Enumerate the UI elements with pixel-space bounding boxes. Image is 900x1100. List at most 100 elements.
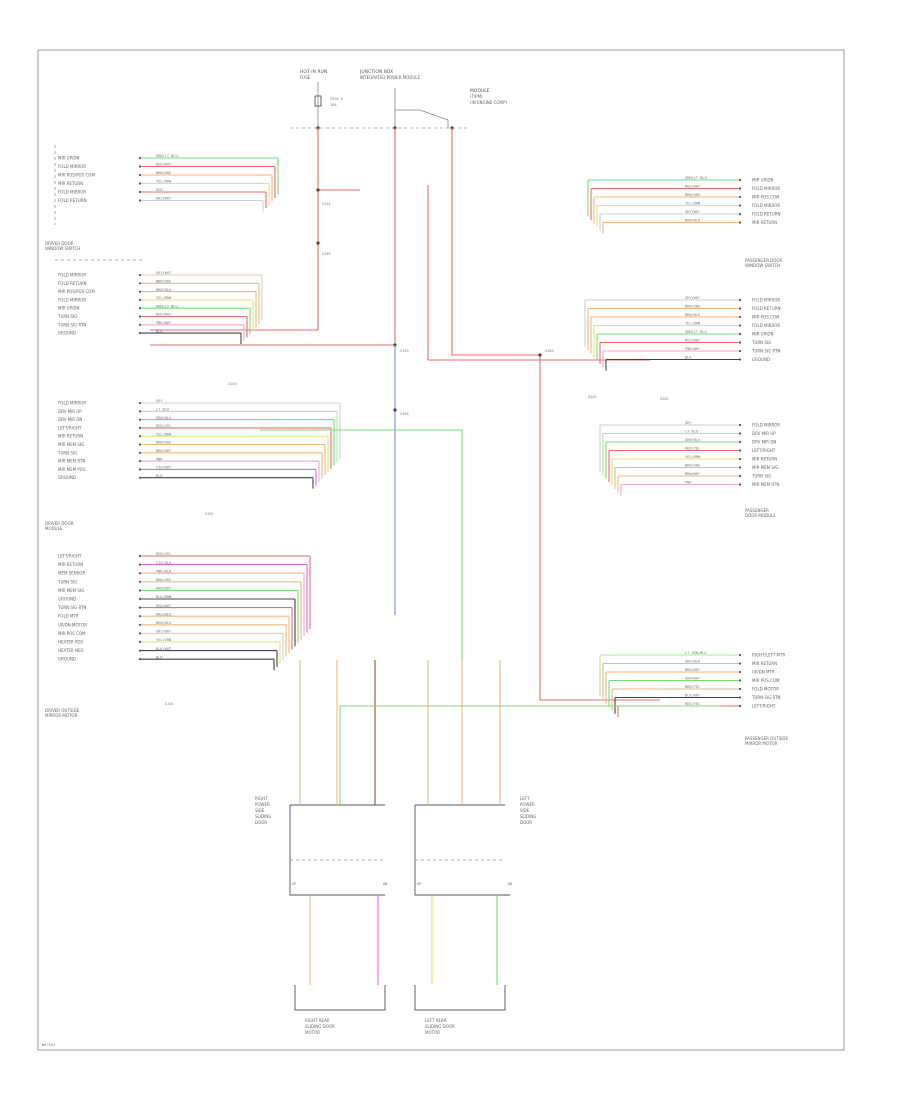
pin-dot: [138, 298, 142, 301]
pin-label: MIR MEM POS: [58, 467, 86, 472]
wire-code: PNK/BLK: [156, 569, 172, 573]
pin-label: MIR RETURN: [58, 434, 83, 439]
component-name: DRIVER OUTSIDE: [45, 708, 80, 713]
pin-dot: [138, 554, 142, 558]
motor-label-c: MOTOR: [425, 1030, 440, 1035]
wire-code: BLK/WHT: [156, 647, 172, 651]
pin-label: FOLD MTR: [58, 614, 79, 619]
pin-dot: [738, 187, 742, 190]
wire-code: BLK/BRN: [156, 595, 171, 599]
pin-dot: [138, 315, 142, 318]
wire-code: GRY/WHT: [156, 271, 172, 275]
component-name: LEFT: [520, 796, 530, 801]
wire-code: BRN/BLU: [156, 621, 171, 625]
wire-code: YEL/BRN: [685, 202, 700, 206]
wire-code: BLK: [156, 474, 163, 478]
pin-dn: DN: [383, 882, 387, 886]
wire-code: GRN/BLU: [156, 416, 171, 420]
pin-dot: [138, 418, 142, 421]
pin-label: MIR MEM RTN: [58, 459, 85, 464]
feed-line-3: [395, 109, 449, 128]
wire-code: GRY/WHT: [685, 210, 701, 214]
pin-label: DRV MIR UP: [58, 409, 82, 414]
pin-label: LEFT/RIGHT: [58, 554, 82, 559]
component-name-2: MIRROR MOTOR: [745, 741, 778, 746]
wire-code: PNK: [156, 457, 163, 461]
ground-label: G103: [228, 382, 237, 386]
green-cross-wire: [260, 429, 463, 660]
pin-label: MEM SENSOR: [58, 571, 85, 576]
pin-label: MIR POS COM: [752, 315, 780, 320]
wire-code: LT GRN/BLK: [685, 651, 707, 655]
pin-label: LEFT/RIGHT: [58, 425, 82, 430]
junction-sub: INTEGRATED POWER MODULE: [360, 75, 421, 80]
wire-code: LT BLU: [685, 430, 698, 434]
pin-label: FOLD MIRROR: [58, 190, 86, 195]
pin-label: TURN SIG RTN: [57, 322, 86, 327]
pin-dot: [138, 443, 142, 446]
pin-dot: [738, 307, 742, 310]
pin-dot: [738, 466, 742, 469]
pin-label: UP/DN MOTOR: [58, 622, 87, 627]
pin-dot: [138, 580, 142, 583]
pin-dot: [138, 435, 142, 438]
pin-dot: [138, 273, 142, 277]
red-feed-wires: S101 S102 S103 S104 S105: [150, 128, 660, 701]
green-cross-wire: [339, 705, 720, 805]
pin-label: TURN SIG RTN: [751, 349, 780, 354]
wire-code: ORG/BLU: [156, 612, 171, 616]
pin-label: FOLD RETURN: [752, 212, 780, 217]
pin-dot: [138, 606, 142, 609]
pin-label: MIR UP/DN: [58, 156, 79, 161]
component-name-2: MODULE: [45, 526, 63, 531]
pin-dot: [138, 468, 142, 471]
pin-dot: [138, 589, 142, 592]
component-name: DRIVER DOOR: [45, 521, 74, 526]
ground-label: G101: [165, 702, 174, 706]
component-name-2: POWER: [255, 802, 270, 807]
pin-dot: [138, 572, 142, 575]
pin-label: GROUND: [58, 657, 76, 662]
wire-code: GRN/LT BLU: [156, 154, 178, 158]
pin-dot: [738, 332, 742, 336]
motor-label-c: MOTOR: [305, 1030, 320, 1035]
pin-label: TURN SIG RTN: [57, 605, 86, 610]
wire-code: BRN/BLK: [156, 288, 172, 292]
wire-code: GRN/BLU: [685, 438, 700, 442]
pin-dn: DN: [508, 882, 512, 886]
component-name-2: DOOR MODULE: [745, 513, 776, 518]
pin-dot: [738, 696, 742, 699]
pin-label: GROUND: [58, 475, 76, 480]
ground-label: G202: [660, 397, 669, 401]
pin-dot: [738, 315, 742, 319]
pin-dot: [138, 460, 142, 463]
wire-code: GRN/LT BLU: [156, 304, 178, 308]
pin-label: FOLD MIRROR: [58, 401, 86, 406]
switch-housing: [414, 805, 510, 896]
pin-dot: [138, 182, 142, 185]
module-right-sub2: (IN ENGINE COMP): [470, 100, 507, 105]
wire-code: BLK/WHT: [685, 694, 701, 698]
wire-code: VIO/WHT: [156, 466, 172, 470]
wire-code: BRN/YEL: [685, 685, 700, 689]
pin-dot: [138, 476, 142, 479]
wire-code: BRN/WHT: [685, 472, 701, 476]
left-sliding-door-switch: LEFT POWER SIDE SLIDING DOOR UP DN: [414, 796, 536, 896]
pin-label: TURN SIG: [57, 579, 77, 584]
splice-label: S104: [545, 349, 554, 353]
pin-dot: [138, 156, 142, 160]
wire-code: GRN/LT BLU: [685, 330, 707, 334]
component-name: PASSENGER OUTSIDE: [745, 736, 788, 741]
left-rear-motor: LEFT REAR SLIDING DOOR MOTOR: [414, 985, 506, 1035]
pin-label: GROUND: [58, 331, 76, 336]
red-wire: [427, 185, 650, 361]
passenger-door-module: PASSENGER DOOR MODULE FOLD MIRRORGRYDRV …: [599, 421, 780, 518]
pin-dot: [738, 440, 742, 444]
motor-housing: [294, 985, 386, 1011]
ground-label: G102: [205, 512, 214, 516]
passenger-mirror-motor: PASSENGER OUTSIDE MIRROR MOTOR RIGHT/LEF…: [599, 651, 788, 746]
component-name: PASSENGER: [745, 508, 769, 513]
power-feed: HOT IN RUN FUSE JUNCTION BOX INTEGRATED …: [290, 69, 507, 130]
pin-dot: [138, 307, 142, 310]
pin-dot: [138, 658, 142, 661]
